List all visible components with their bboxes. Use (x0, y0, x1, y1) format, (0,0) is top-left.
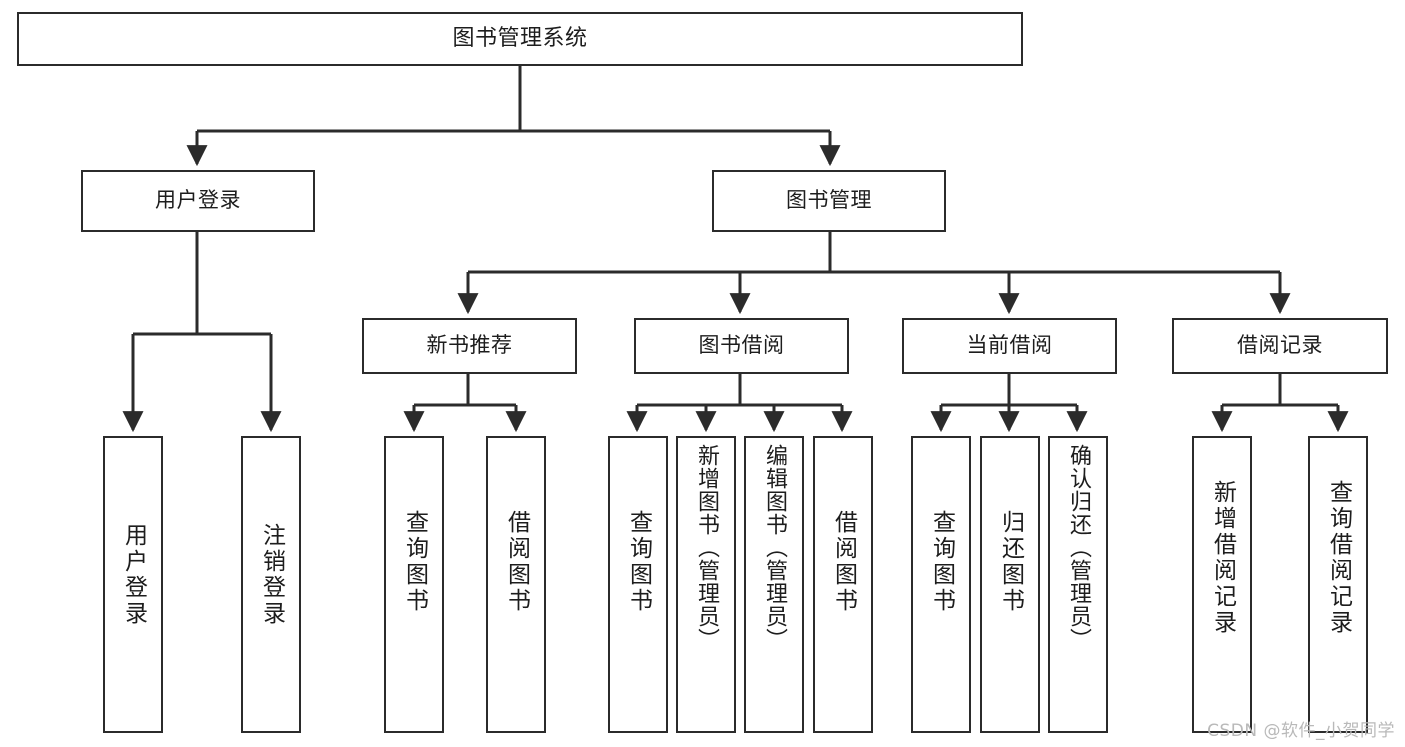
leaf-add-book-admin[interactable]: 新增图书（管理员） (676, 436, 736, 733)
node-label: 查询图书 (928, 510, 955, 614)
leaf-query-book-current[interactable]: 查询图书 (911, 436, 971, 733)
csdn-watermark: CSDN @软件_小贺同学 (1207, 721, 1395, 741)
node-book-borrow[interactable]: 图书借阅 (634, 318, 849, 374)
leaf-query-book-borrow[interactable]: 查询图书 (608, 436, 668, 733)
node-label: 借阅图书 (503, 510, 530, 614)
node-label: 查询图书 (625, 510, 652, 614)
node-borrow-record[interactable]: 借阅记录 (1172, 318, 1388, 374)
node-current-borrow[interactable]: 当前借阅 (902, 318, 1117, 374)
node-label: 图书管理系统 (452, 25, 588, 51)
leaf-query-book-recommend[interactable]: 查询图书 (384, 436, 444, 733)
leaf-borrow-book[interactable]: 借阅图书 (813, 436, 873, 733)
node-label: 借阅记录 (1237, 333, 1323, 358)
node-label: 当前借阅 (966, 333, 1053, 358)
node-label: 新增借阅记录 (1209, 480, 1236, 636)
node-book-management[interactable]: 图书管理 (712, 170, 946, 232)
node-label: 图书借阅 (698, 333, 785, 358)
leaf-add-borrow-record[interactable]: 新增借阅记录 (1192, 436, 1252, 733)
node-label: 用户登录 (120, 523, 147, 627)
node-book-management-system[interactable]: 图书管理系统 (17, 12, 1023, 66)
leaf-logout[interactable]: 注销登录 (241, 436, 301, 733)
node-label: 图书管理 (786, 188, 872, 213)
leaf-return-book[interactable]: 归还图书 (980, 436, 1040, 733)
node-new-book-recommend[interactable]: 新书推荐 (362, 318, 577, 374)
node-label: 编辑图书（管理员） (762, 444, 787, 651)
node-label: 借阅图书 (830, 510, 857, 614)
leaf-borrow-book-recommend[interactable]: 借阅图书 (486, 436, 546, 733)
leaf-query-borrow-record[interactable]: 查询借阅记录 (1308, 436, 1368, 733)
leaf-user-login[interactable]: 用户登录 (103, 436, 163, 733)
leaf-edit-book-admin[interactable]: 编辑图书（管理员） (744, 436, 804, 733)
node-label: 注销登录 (258, 523, 285, 627)
node-label: 确认归还（管理员） (1066, 444, 1091, 651)
node-label: 查询图书 (401, 510, 428, 614)
node-user-login[interactable]: 用户登录 (81, 170, 315, 232)
leaf-confirm-return-admin[interactable]: 确认归还（管理员） (1048, 436, 1108, 733)
node-label: 用户登录 (155, 188, 241, 213)
node-label: 新增图书（管理员） (694, 444, 719, 651)
node-label: 新书推荐 (426, 333, 513, 358)
node-label: 查询借阅记录 (1325, 480, 1352, 636)
node-label: 归还图书 (997, 510, 1024, 614)
